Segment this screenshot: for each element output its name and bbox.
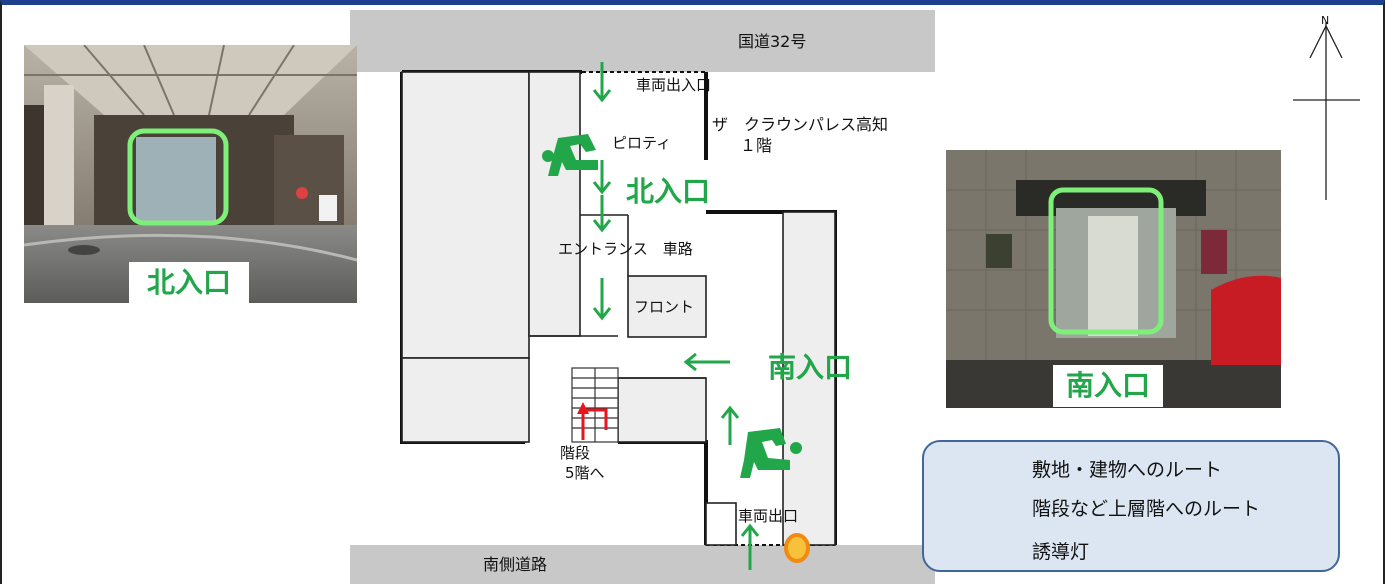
stairs-red-route-arrow — [581, 408, 608, 440]
south-entrance-photo-image — [946, 150, 1281, 408]
legend-box: 敷地・建物へのルート 階段など上層階へのルート 誘導灯 — [922, 440, 1340, 572]
top-road — [350, 10, 935, 72]
stairs-to-label: 5階へ — [565, 464, 605, 482]
front-desk-label: フロント — [634, 298, 695, 316]
building-name-label: ザ クラウンパレス高知 — [712, 115, 889, 134]
guide-light-icon — [784, 533, 810, 563]
bottom-road-label: 南側道路 — [483, 555, 548, 574]
building-floor-label: １階 — [740, 136, 773, 155]
compass-north-label: N — [1321, 14, 1330, 27]
north-entrance-photo: 北入口 — [24, 45, 357, 303]
vehicle-exit-label: 車両出口 — [738, 507, 799, 525]
interior-lines — [529, 214, 706, 379]
north-entrance-map-label: 北入口 — [626, 175, 711, 208]
bottom-road — [350, 545, 935, 584]
legend-label: 誘導灯 — [1032, 541, 1090, 563]
stairs-graphic — [571, 367, 619, 443]
south-entrance-photo: 南入口 — [946, 150, 1281, 408]
vehicle-entrance-label: 車両出入口 — [636, 76, 712, 94]
south-entrance-highlight — [1048, 187, 1164, 335]
entrance-driveway-label: エントランス 車路 — [558, 240, 693, 258]
legend-label: 階段など上層階へのルート — [1032, 498, 1261, 520]
legend-item-red-route: 階段など上層階へのルート — [924, 488, 1338, 524]
north-entrance-highlight — [127, 128, 229, 226]
north-entrance-photo-image — [24, 45, 357, 303]
green-route-arrows — [592, 62, 760, 570]
stairs-label: 階段 — [560, 444, 591, 462]
legend-label: 敷地・建物へのルート — [1032, 459, 1223, 481]
legend-item-guide-light: 誘導灯 — [924, 531, 1338, 567]
running-person-icon-north — [542, 134, 598, 176]
south-entrance-map-label: 南入口 — [768, 351, 853, 384]
legend-item-green-route: 敷地・建物へのルート — [924, 449, 1338, 485]
compass-icon — [1293, 22, 1360, 200]
south-entrance-caption: 南入口 — [1053, 365, 1163, 407]
pilotis-label: ピロティ — [612, 134, 672, 152]
north-entrance-caption: 北入口 — [129, 262, 249, 303]
running-person-icon-south — [740, 428, 802, 478]
top-road-label: 国道32号 — [738, 32, 807, 51]
